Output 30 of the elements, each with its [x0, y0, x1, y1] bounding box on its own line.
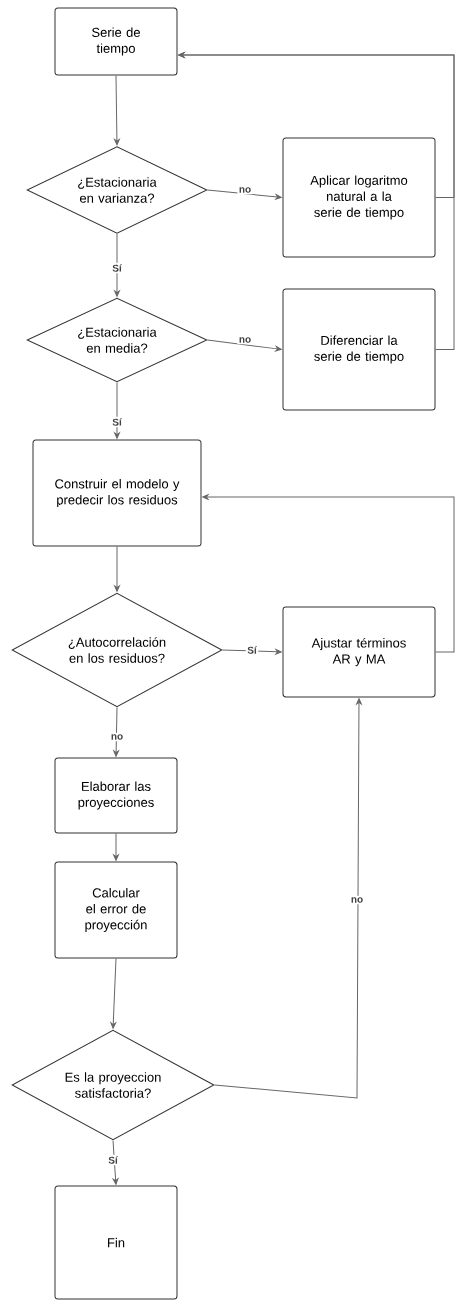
edge-label: Sí [110, 416, 124, 428]
arrow [222, 648, 282, 655]
process-box: Ajustar términos AR y MA [282, 606, 436, 698]
arrow [214, 698, 362, 1099]
edge-label: Sí [106, 1154, 120, 1166]
edge-label: no [237, 335, 253, 345]
edge-label: no [349, 895, 365, 905]
arrow [110, 958, 117, 1029]
arrow [114, 382, 120, 439]
arrow [114, 75, 120, 146]
process-box: Calcular el error de proyección [54, 861, 178, 959]
edge-label: no [237, 185, 253, 195]
process-box: Serie de tiempo [54, 7, 178, 76]
arrow [113, 833, 119, 861]
arrow [112, 1140, 119, 1185]
arrow [207, 339, 282, 352]
process-box: Construir el modelo y predecir los residuos [32, 439, 202, 547]
arrow [207, 189, 282, 200]
process-box: Elaborar las proyecciones [54, 757, 178, 834]
arrow [113, 707, 119, 757]
edge-label: Sí [110, 262, 124, 274]
arrow [178, 52, 455, 350]
arrow [114, 233, 120, 297]
arrow [114, 546, 120, 592]
process-box: Aplicar logaritmo natural a la serie de tiempo [282, 137, 436, 258]
arrow [202, 494, 455, 653]
edge-label: no [109, 732, 125, 742]
edge-label: Sí [245, 644, 259, 656]
process-box: Diferenciar la serie de tiempo [282, 288, 436, 411]
process-box: Fin [54, 1185, 178, 1300]
